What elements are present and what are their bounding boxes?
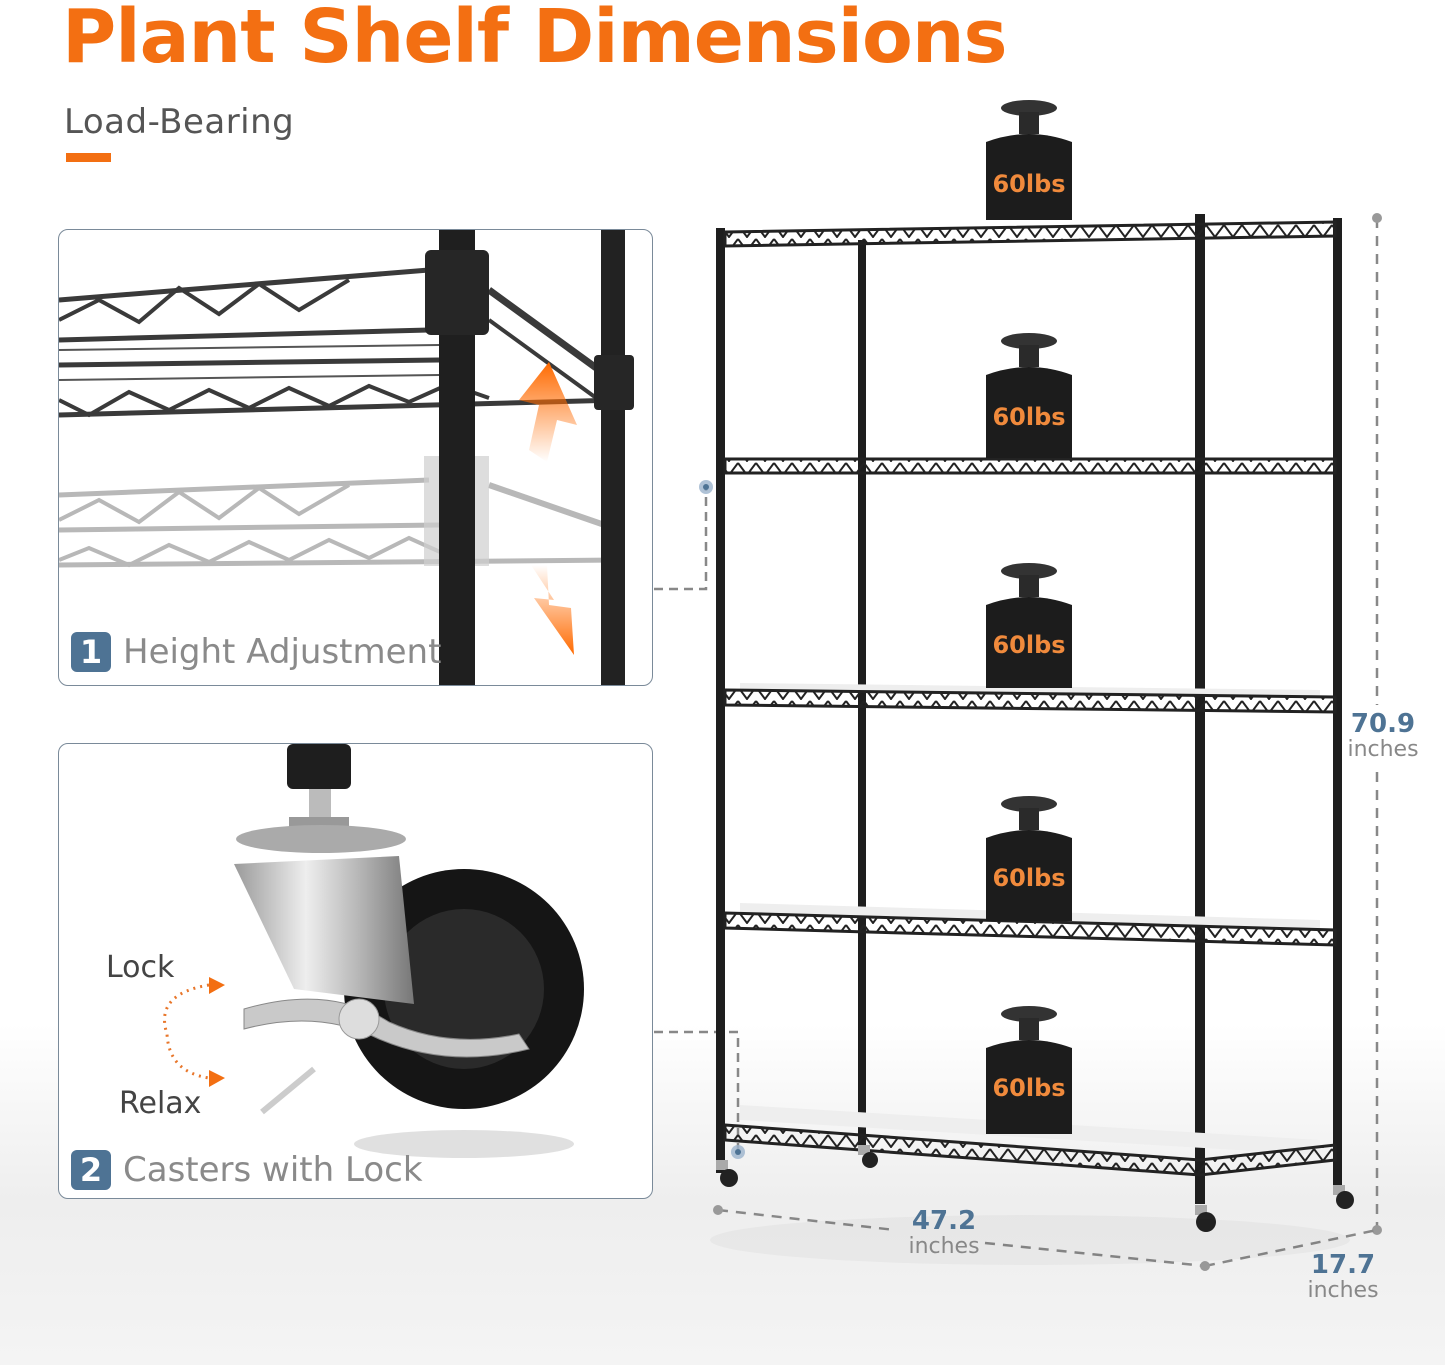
arrow-up-icon bbox=[519, 362, 577, 462]
number-badge: 1 bbox=[71, 632, 111, 672]
relax-annotation: Relax bbox=[119, 1086, 202, 1121]
weight-label: 60lbs bbox=[992, 403, 1066, 431]
height-value: 70.9 bbox=[1350, 709, 1416, 739]
depth-value: 17.7 bbox=[1310, 1250, 1376, 1280]
caster-closeup-illustration bbox=[163, 744, 584, 1158]
subtitle-underline bbox=[66, 153, 111, 162]
feature-title: Casters with Lock bbox=[123, 1150, 423, 1190]
depth-unit: inches bbox=[1307, 1278, 1379, 1303]
feature-label-2: 2 Casters with Lock bbox=[71, 1150, 423, 1190]
weight-label: 60lbs bbox=[992, 1074, 1066, 1102]
caster-wheel-icon bbox=[1195, 1205, 1216, 1232]
weight-label: 60lbs bbox=[992, 631, 1066, 659]
weight-icon: 60lbs bbox=[986, 1006, 1072, 1138]
caster-wheel-icon bbox=[716, 1160, 738, 1187]
arrow-right-icon bbox=[209, 1070, 225, 1087]
feature-panel-casters: Lock Relax 2 Casters with Lock bbox=[58, 743, 653, 1199]
caster-wheel-icon bbox=[858, 1145, 878, 1168]
page-title: Plant Shelf Dimensions bbox=[62, 0, 1008, 80]
shelf-tier bbox=[723, 220, 1337, 248]
caster-wheel-icon bbox=[1333, 1185, 1354, 1209]
feature-title: Height Adjustment bbox=[123, 632, 442, 672]
number-badge: 2 bbox=[71, 1150, 111, 1190]
arrow-right-icon bbox=[209, 977, 225, 994]
width-value: 47.2 bbox=[911, 1206, 977, 1236]
shelf-closeup-illustration bbox=[59, 230, 634, 685]
weight-icon: 60lbs bbox=[986, 333, 1072, 462]
lock-relax-arc bbox=[163, 983, 210, 1080]
arrow-down-icon bbox=[531, 565, 574, 655]
lock-annotation: Lock bbox=[106, 950, 175, 985]
weight-label: 60lbs bbox=[992, 170, 1066, 198]
weight-icon: 60lbs bbox=[986, 796, 1072, 925]
subtitle: Load-Bearing bbox=[64, 102, 295, 142]
height-dimension: 70.9 inches bbox=[1342, 710, 1424, 762]
shelf-tier bbox=[723, 683, 1337, 714]
height-unit: inches bbox=[1347, 737, 1419, 762]
weight-icon: 60lbs bbox=[986, 100, 1072, 224]
depth-dimension: 17.7 inches bbox=[1300, 1251, 1386, 1303]
weight-label: 60lbs bbox=[992, 864, 1066, 892]
shelf-tier bbox=[723, 457, 1337, 475]
feature-label-1: 1 Height Adjustment bbox=[71, 632, 441, 672]
weight-icon: 60lbs bbox=[986, 563, 1072, 692]
width-unit: inches bbox=[908, 1234, 980, 1259]
feature-panel-height-adjustment: 1 Height Adjustment bbox=[58, 229, 653, 686]
width-dimension: 47.2 inches bbox=[900, 1207, 988, 1259]
